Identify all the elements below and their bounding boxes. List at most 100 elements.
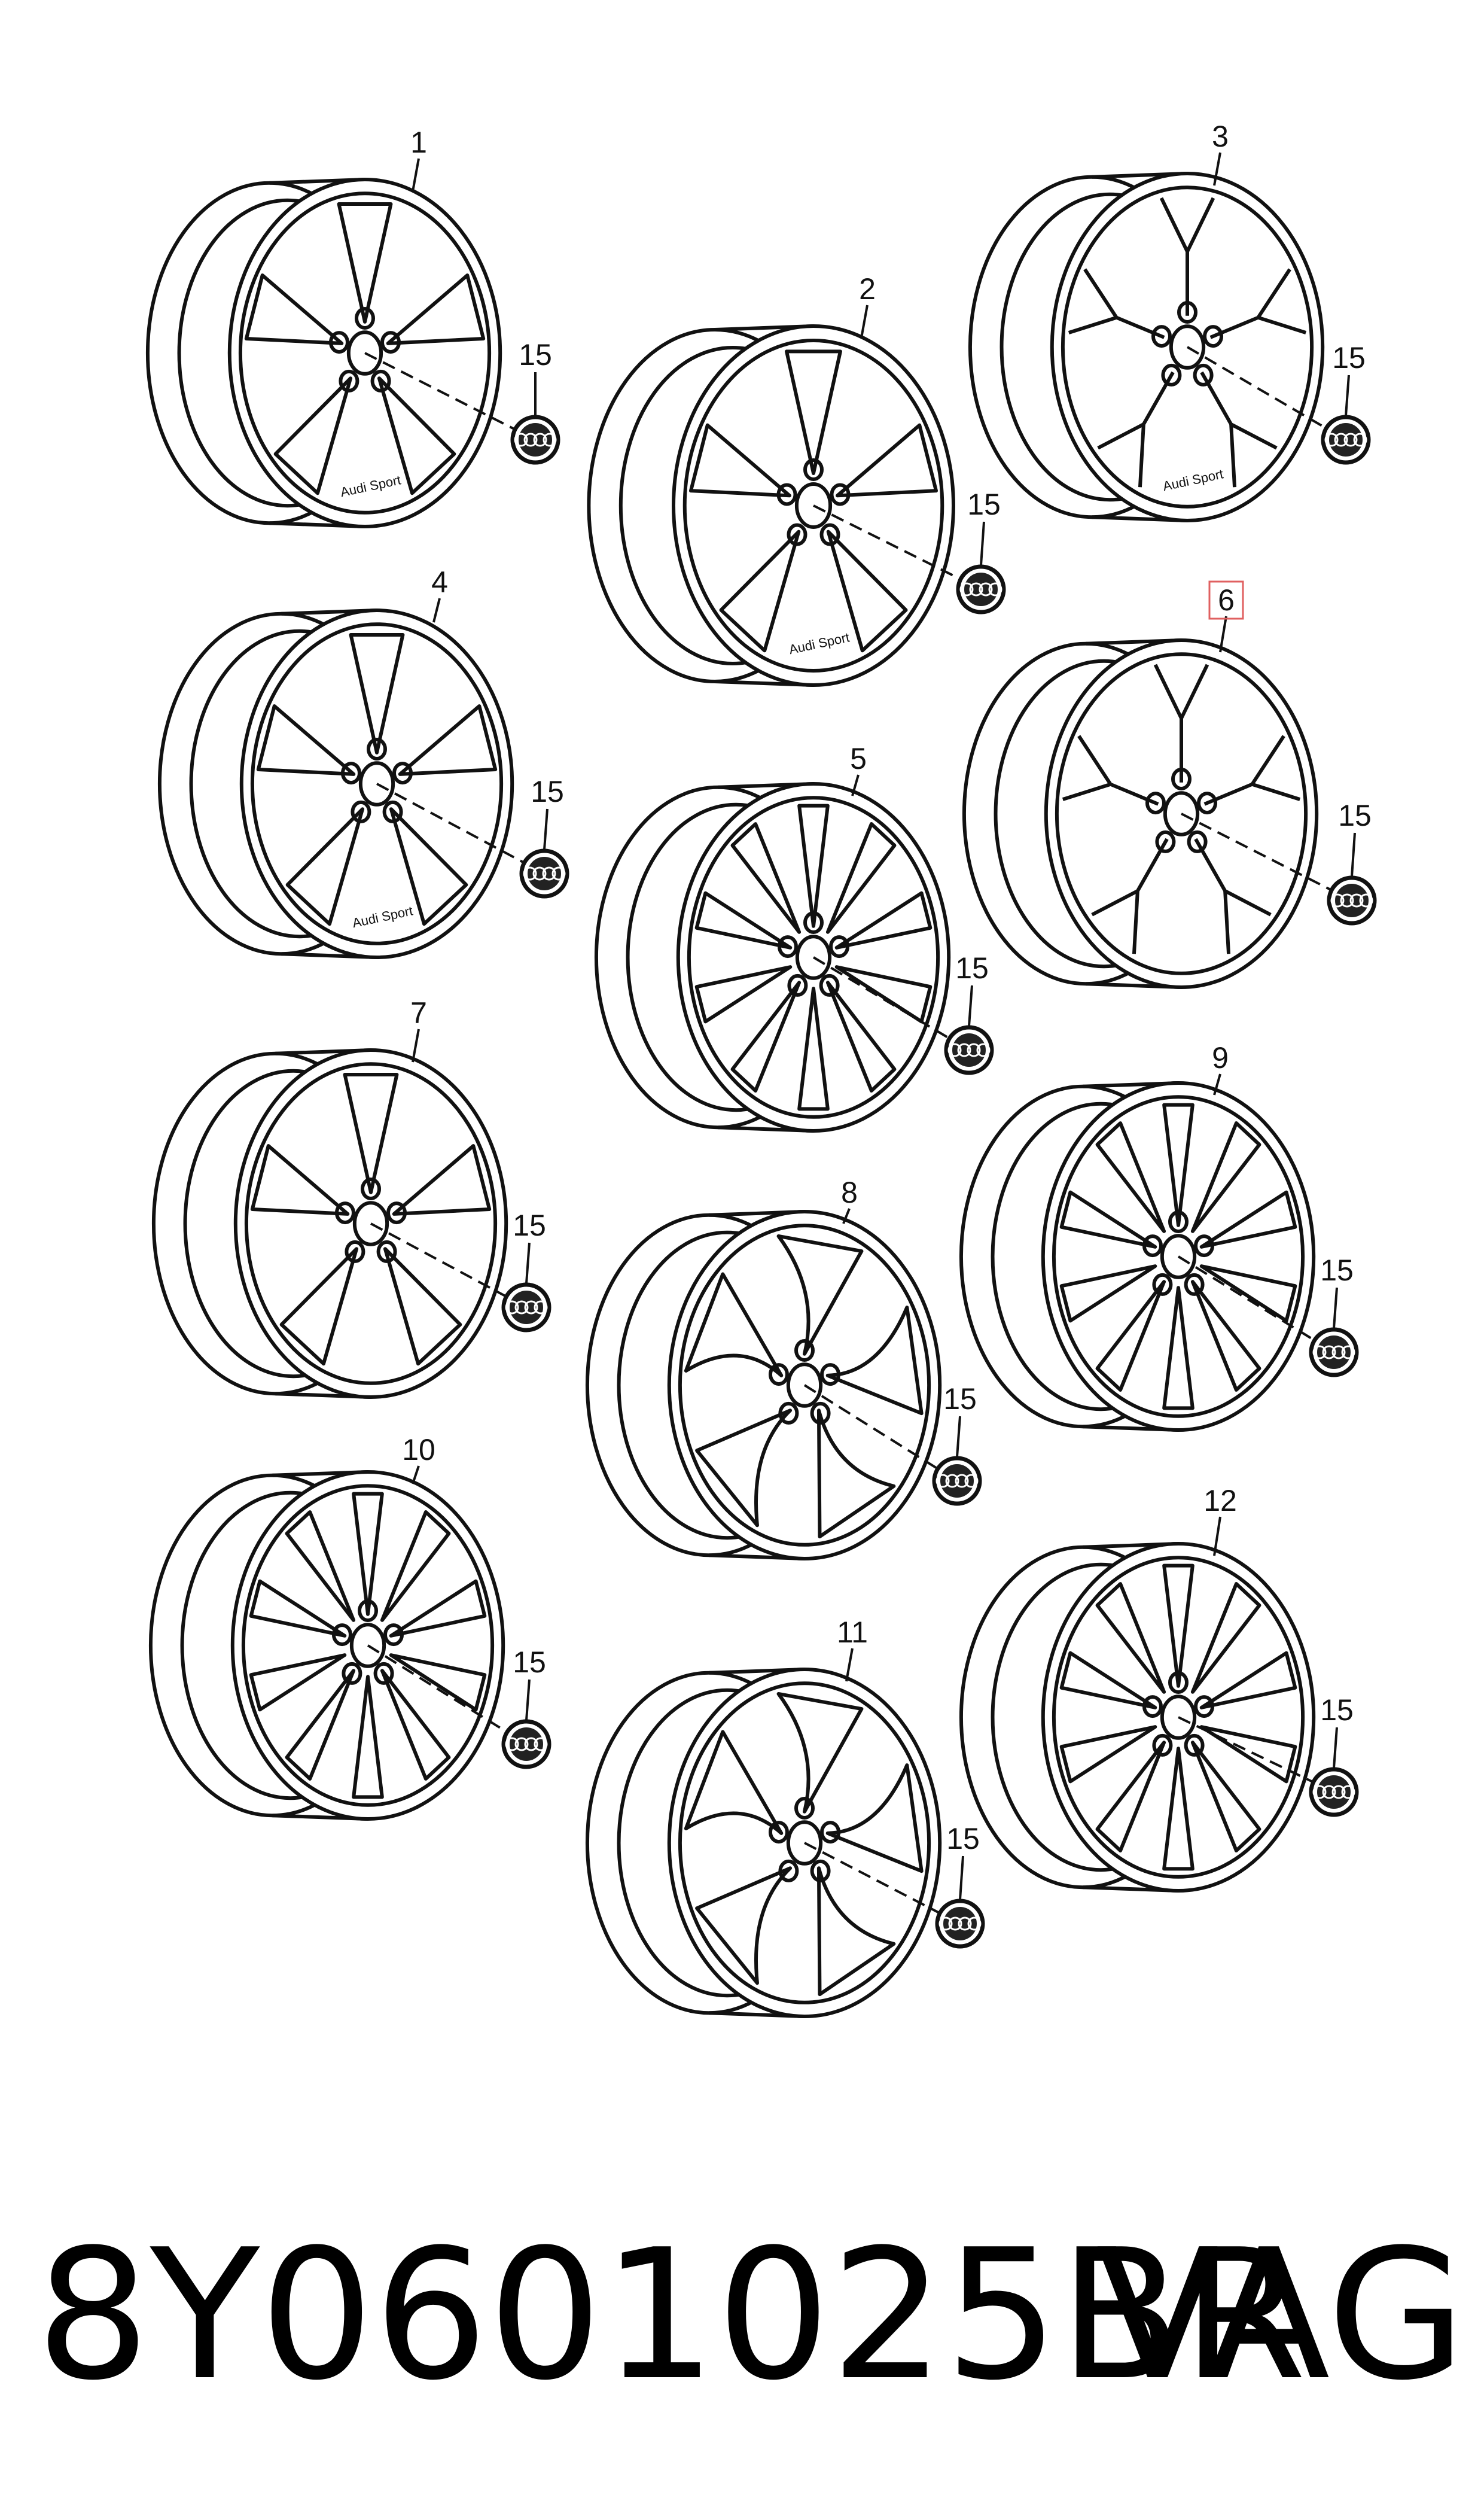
spoke — [380, 1669, 451, 1781]
rings-logo — [957, 1043, 971, 1057]
lug-hole — [768, 1821, 789, 1844]
rings-logo — [514, 1300, 529, 1315]
spoke — [1199, 1264, 1297, 1323]
rings-logo — [948, 1916, 962, 1931]
spoke — [826, 530, 908, 653]
spoke — [694, 891, 793, 950]
center-cap-15 — [1327, 875, 1377, 926]
lug-hole — [787, 973, 808, 997]
label-leader — [860, 305, 869, 339]
rings-logo — [1343, 433, 1358, 447]
cap-label-leader — [1333, 1727, 1338, 1769]
label-leader — [842, 1208, 851, 1224]
cap-label-leader — [525, 1679, 531, 1721]
rings-logo — [532, 866, 547, 881]
cap-label: 15 — [513, 1645, 546, 1679]
cap-leader-dashed — [376, 783, 545, 875]
lug-hole — [1184, 1733, 1205, 1757]
spoke — [1159, 197, 1215, 316]
spoke — [797, 987, 830, 1111]
lug-hole — [778, 1401, 799, 1425]
spoke — [249, 1579, 347, 1638]
spoke — [352, 1675, 384, 1799]
hub-center — [786, 1820, 823, 1866]
center-cap-15 — [519, 848, 569, 899]
spoke — [392, 1144, 492, 1216]
highlight-box — [1208, 580, 1244, 620]
cap-leader-dashed — [804, 1842, 961, 1925]
lug-hole — [1194, 1695, 1215, 1718]
lug-hole — [810, 1859, 831, 1882]
cap-leader-dashed — [1181, 813, 1352, 902]
spoke — [1095, 1582, 1166, 1694]
spoke — [1059, 1725, 1157, 1784]
spoke — [1095, 1741, 1166, 1852]
lug-hole — [820, 1821, 841, 1844]
spoke — [377, 376, 456, 495]
lug-hole — [768, 1363, 789, 1386]
spoke — [279, 1247, 359, 1366]
rings-logo — [958, 1916, 972, 1931]
wheel-4: Audi Sport — [157, 609, 514, 959]
rings-logo — [1324, 433, 1339, 447]
rim-flange — [678, 1224, 931, 1547]
label-leader — [1219, 616, 1227, 653]
spoke — [684, 1730, 784, 1835]
label-leader — [412, 158, 420, 192]
cap-label: 15 — [943, 1382, 977, 1416]
spoke — [1162, 1747, 1194, 1871]
lug-hole — [1177, 301, 1197, 324]
spoke — [816, 1408, 896, 1539]
rings-logo — [523, 433, 538, 447]
spoke — [719, 530, 801, 653]
rings-logo — [1330, 893, 1345, 908]
rim-flange — [687, 796, 940, 1119]
rim-flange — [682, 339, 944, 673]
cap-label: 15 — [1320, 1254, 1354, 1287]
spoke — [1095, 1280, 1166, 1392]
spoke — [1062, 735, 1159, 806]
rings-logo — [523, 866, 537, 881]
lug-hole — [392, 762, 413, 785]
lug-hole — [803, 458, 824, 481]
spoke — [776, 1234, 864, 1356]
spoke — [1068, 268, 1165, 339]
spoke — [825, 1763, 924, 1873]
rings-logo — [1334, 433, 1348, 447]
spoke — [1203, 735, 1301, 806]
rings-logo — [1331, 1785, 1346, 1799]
cap-label-leader — [1345, 375, 1350, 416]
rings-logo — [959, 582, 974, 597]
hub-center — [346, 330, 383, 376]
wheel-label: 3 — [1212, 120, 1229, 153]
rings-logo — [967, 1916, 982, 1931]
center-cap-15 — [501, 1719, 551, 1769]
cap-leader-dashed — [1186, 346, 1347, 441]
lug-hole — [1203, 325, 1224, 348]
rings-logo — [947, 1043, 962, 1057]
spoke — [684, 1272, 784, 1377]
cap-label: 15 — [519, 338, 552, 372]
spoke — [398, 704, 498, 776]
spoke — [244, 273, 344, 345]
lug-hole — [1194, 1234, 1215, 1258]
spoke — [349, 632, 405, 755]
lug-hole — [819, 973, 840, 997]
lug-hole — [376, 1240, 397, 1263]
rim-flange — [238, 191, 492, 515]
cap-label: 15 — [531, 775, 564, 808]
hub-center — [1160, 1694, 1197, 1740]
wheel-3: Audi Sport — [968, 172, 1325, 522]
wheel-label: 12 — [1203, 1484, 1237, 1517]
wheel-label: 5 — [850, 742, 867, 775]
cap-leader-dashed — [370, 1222, 527, 1309]
wheel-label: 9 — [1212, 1041, 1229, 1075]
hub-center — [1160, 1234, 1197, 1279]
cap-label-leader — [1333, 1287, 1338, 1329]
label-leader — [432, 598, 441, 623]
spoke — [695, 1408, 793, 1528]
spoke — [386, 273, 486, 345]
hub-center — [786, 1362, 823, 1408]
spoke — [1095, 1121, 1166, 1233]
lug-hole — [342, 1662, 362, 1685]
